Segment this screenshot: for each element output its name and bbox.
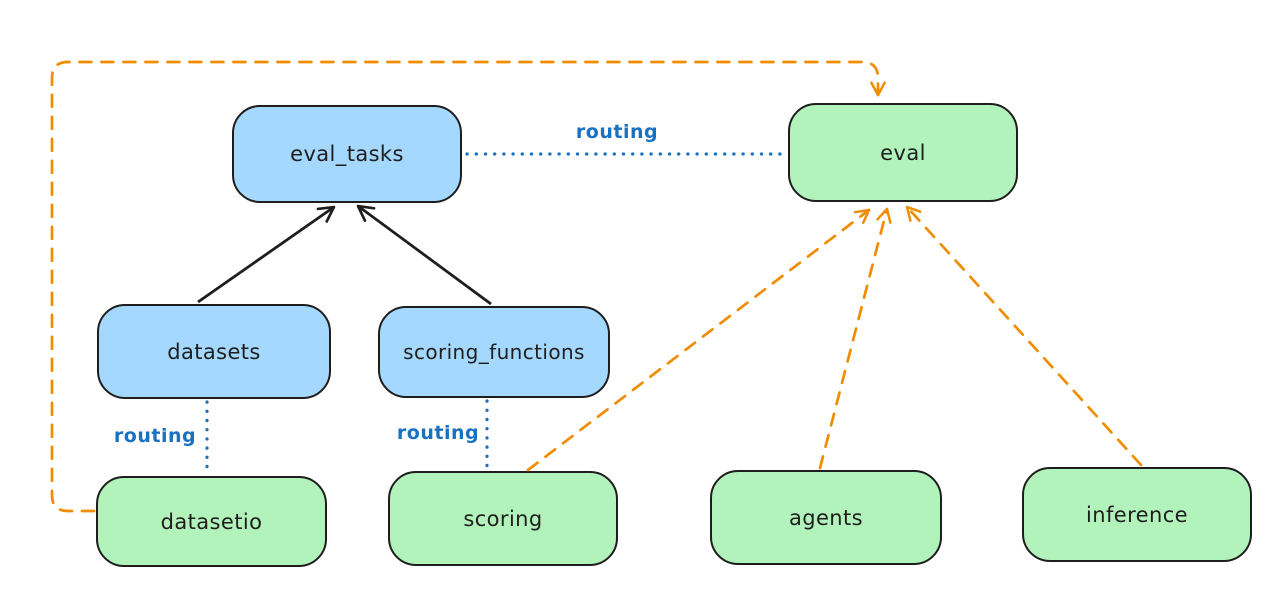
node-scoring-functions: scoring_functions bbox=[378, 306, 610, 398]
node-scoring-functions-label: scoring_functions bbox=[403, 340, 585, 364]
routing-label-scoring-functions-scoring: routing bbox=[396, 422, 480, 444]
routing-label-eval-tasks-eval: routing bbox=[575, 121, 659, 143]
node-eval-tasks-label: eval_tasks bbox=[290, 142, 404, 166]
node-agents-label: agents bbox=[788, 505, 863, 530]
node-inference: inference bbox=[1022, 467, 1252, 562]
node-datasetio-label: datasetio bbox=[160, 509, 263, 534]
node-eval-label: eval bbox=[880, 140, 926, 165]
node-scoring-label: scoring bbox=[463, 506, 543, 531]
edge-scoring-functions-to-eval-tasks bbox=[356, 204, 492, 306]
edge-datasets-to-eval-tasks bbox=[197, 205, 336, 304]
node-datasets: datasets bbox=[97, 304, 331, 399]
node-eval: eval bbox=[788, 103, 1018, 202]
routing-label-datasets-datasetio: routing bbox=[113, 425, 197, 447]
node-eval-tasks: eval_tasks bbox=[232, 105, 462, 203]
node-scoring: scoring bbox=[388, 471, 618, 566]
node-datasets-label: datasets bbox=[167, 339, 261, 364]
edge-agents-to-eval bbox=[818, 207, 892, 470]
node-inference-label: inference bbox=[1086, 502, 1188, 527]
edge-inference-to-eval bbox=[905, 205, 1143, 467]
node-datasetio: datasetio bbox=[96, 476, 327, 567]
node-agents: agents bbox=[710, 470, 942, 565]
